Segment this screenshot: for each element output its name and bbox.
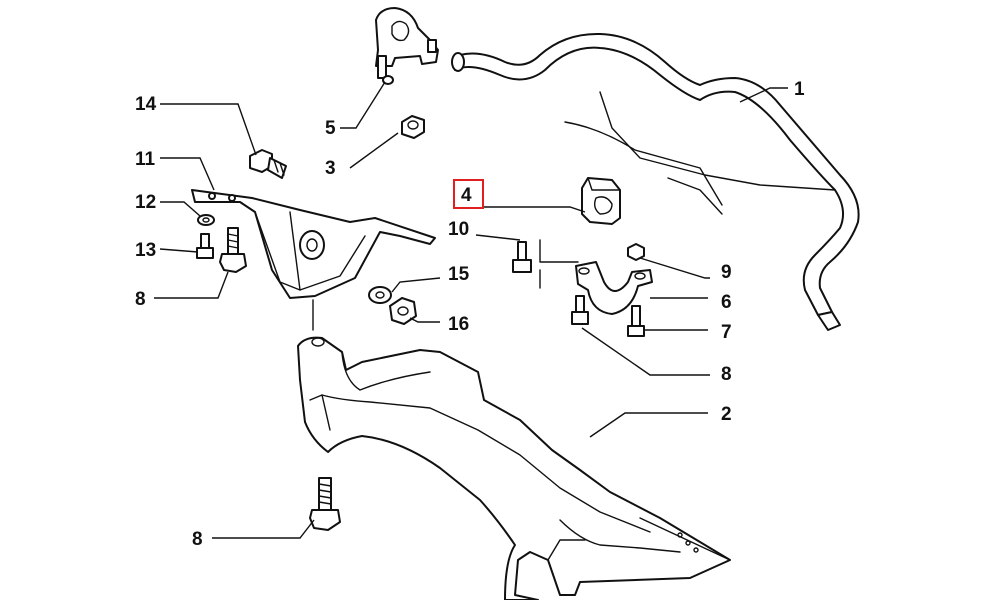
nut-part-9	[627, 243, 645, 261]
callout-6: 6	[721, 292, 732, 313]
bolt-part-8-bottom	[309, 477, 341, 531]
bolt-part-10	[512, 239, 579, 289]
callout-15: 15	[448, 264, 470, 285]
callout-16: 16	[448, 314, 469, 335]
bolt-part-14	[249, 149, 287, 179]
callout-13: 13	[135, 240, 156, 261]
stabilizer-bar	[451, 32, 860, 331]
subframe-cross-member	[297, 299, 731, 600]
bolt-part-8-right	[571, 295, 589, 325]
callout-14: 14	[135, 94, 157, 115]
callout-5: 5	[325, 118, 336, 139]
washer-part-15	[368, 286, 392, 304]
highlight-box	[453, 179, 484, 209]
bolt-part-7	[627, 305, 645, 337]
callout-3: 3	[325, 158, 336, 179]
callout-10: 10	[448, 219, 469, 240]
callout-8-left: 8	[135, 289, 146, 310]
callout-1: 1	[794, 79, 805, 100]
clamp-part-6	[575, 261, 653, 315]
callout-4: 4	[461, 185, 472, 206]
callout-7: 7	[721, 322, 732, 343]
nut-part-16	[389, 297, 417, 325]
callout-2: 2	[721, 404, 732, 425]
bar-mount-bracket	[375, 7, 439, 85]
callout-11: 11	[135, 149, 156, 170]
callout-labels: 1 2 3 4 5 6 7 8 8 8 9 10 11 12 13 14 15 …	[135, 79, 805, 550]
callout-12: 12	[135, 192, 156, 213]
leader-lines	[154, 81, 788, 539]
bolt-part-8-left	[219, 227, 247, 273]
callout-9: 9	[721, 262, 732, 283]
washer-part-12	[197, 214, 215, 226]
nut-part-3	[401, 115, 425, 139]
bush-part-4	[581, 177, 621, 225]
support-bracket	[191, 189, 436, 299]
callout-8-bottom: 8	[192, 529, 203, 550]
bolt-part-13	[196, 233, 214, 259]
callout-8-mid-right: 8	[721, 364, 732, 385]
